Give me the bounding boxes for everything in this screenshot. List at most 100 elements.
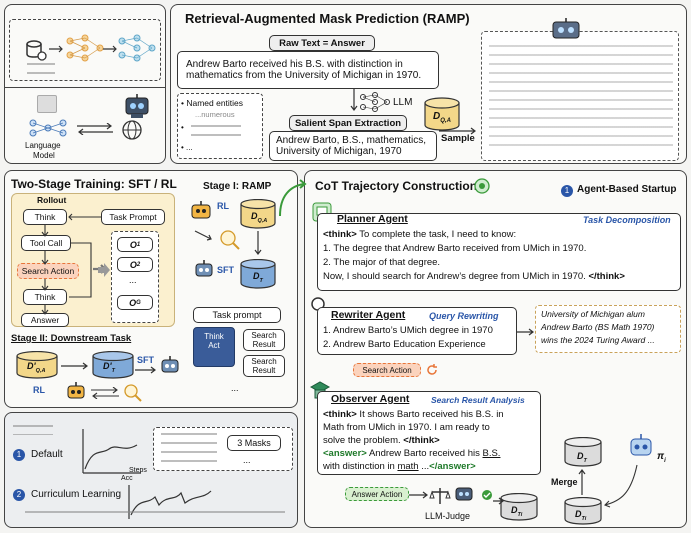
dt-label-stage1: DT xyxy=(253,271,263,285)
dqa-stage1-letter: D xyxy=(251,211,258,221)
robot-icon-stage2-rl xyxy=(67,382,85,399)
dpqa-sub: Q,A xyxy=(35,367,46,374)
planner-title: Planner Agent xyxy=(337,213,408,225)
observer-line-5: with distinction in math ...</answer> xyxy=(323,461,476,473)
raw-text-line-1: Andrew Barto received his B.S. with dist… xyxy=(186,59,403,70)
salient-line-1: Andrew Barto, B.S., mathematics, xyxy=(276,135,427,146)
answer-close-tag: </answer> xyxy=(429,461,476,472)
planner-text-4: Now, I should search for Andrew’s degree… xyxy=(323,271,589,282)
observer-title: Observer Agent xyxy=(331,393,410,405)
dt-label-cot: DT xyxy=(577,451,587,465)
tool-call-label: Tool Call xyxy=(29,238,63,248)
dt-stage1-sub: T xyxy=(259,277,263,284)
planner-line-4: Now, I should search for Andrew’s degree… xyxy=(323,271,625,283)
blurred-text xyxy=(27,63,55,75)
dti-sub: Ti xyxy=(517,511,523,518)
search-action-box-cot: Search Action xyxy=(353,363,421,377)
dpqa-cylinder xyxy=(16,351,58,379)
arrow-right-icon-2 xyxy=(103,45,117,53)
arrow-down-dqa-dt xyxy=(254,231,262,255)
dpqa-letter: D' xyxy=(27,361,36,371)
two-stage-title: Two-Stage Training: SFT / RL xyxy=(11,177,177,191)
arrows-swap-icon xyxy=(194,230,212,241)
gray-arrow-icon xyxy=(98,263,110,277)
stage2-label: Stage II: Downstream Task xyxy=(11,333,132,344)
task-prompt-box: Task Prompt xyxy=(101,209,165,225)
gear-icon xyxy=(474,178,490,194)
sample-label: Sample xyxy=(441,133,475,144)
search-result-2-line2: Result xyxy=(252,366,276,375)
dt-cot-sub: T xyxy=(583,457,587,464)
salient-label-box: Salient Span Extraction xyxy=(289,115,407,131)
entities-bullet-2: • xyxy=(181,123,184,132)
search-result-1-line2: Result xyxy=(252,340,276,349)
two-stage-panel: Two-Stage Training: SFT / RL Rollout Thi… xyxy=(4,170,298,408)
startup-num: 1 xyxy=(564,186,570,195)
raw-text-box: Andrew Barto received his B.S. with dist… xyxy=(177,51,439,89)
robot-icon-top xyxy=(552,18,580,39)
observer-think-close: </think> xyxy=(403,435,440,446)
observer-line-3: solve the problem. </think> xyxy=(323,435,440,447)
curriculum-panel: 1 Default Steps 3 Masks ... Acc 2 Curric… xyxy=(4,412,298,528)
planner-box xyxy=(317,213,681,291)
rewriter-title: Rewriter Agent xyxy=(331,309,406,321)
observer-text-4: Andrew Barto received his xyxy=(366,448,483,459)
masks-box: 3 Masks xyxy=(227,435,281,451)
search-action-label-cot: Search Action xyxy=(362,365,412,375)
step1-circle: 1 xyxy=(13,449,25,461)
judge-robot-icon xyxy=(455,487,473,501)
o2-letter: O xyxy=(129,259,137,270)
dqa-label-stage1: DQ,A xyxy=(251,211,267,225)
task-prompt2-label: Task prompt xyxy=(212,310,262,320)
think-label: Think xyxy=(34,212,56,222)
observer-box xyxy=(317,391,541,475)
steps-label: Steps xyxy=(129,467,147,474)
masks-blur xyxy=(161,433,217,465)
cot-panel: CoT Trajectory Construction 1 Agent-Base… xyxy=(304,170,687,528)
sft2-label: SFT xyxy=(137,355,154,365)
observer-line-1: <think> It shows Barto received his B.S.… xyxy=(323,409,504,421)
sft-label: SFT xyxy=(217,265,234,275)
think-label-2: Think xyxy=(34,292,56,302)
startup-label: Agent-Based Startup xyxy=(577,184,677,195)
search-result-1-line1: Search xyxy=(251,331,277,340)
o1-sub: 1 xyxy=(136,241,141,248)
globe-search-icon-2 xyxy=(124,384,142,402)
task-prompt-label: Task Prompt xyxy=(109,212,157,222)
entities-blur xyxy=(191,125,241,139)
refresh-icon xyxy=(427,364,437,375)
sample-doc-blur xyxy=(489,45,673,153)
dpt-label: D'T xyxy=(103,361,115,375)
pi-robot-icon xyxy=(630,434,652,456)
default-curve xyxy=(82,429,141,474)
rollout-label: Rollout xyxy=(37,195,67,205)
robot-icon xyxy=(125,94,149,118)
planner-line-2: 1. The degree that Andrew Barto received… xyxy=(323,243,587,254)
judge-arrows xyxy=(409,491,504,505)
dti-cylinder-2 xyxy=(564,497,602,525)
planner-line-3: 2. The major of that degree. xyxy=(323,257,441,268)
sample-arrow-icon xyxy=(439,127,476,135)
og-sub: G xyxy=(136,299,141,306)
dqa-label: DQ,A xyxy=(433,111,451,126)
step1-num: 1 xyxy=(16,450,22,459)
dpt-sub: T xyxy=(111,367,116,374)
curriculum-blur-top xyxy=(13,425,53,435)
salient-label: Salient Span Extraction xyxy=(294,117,402,129)
language-model-label: Language xyxy=(25,141,61,150)
step2-num: 2 xyxy=(16,490,22,499)
startup-circle: 1 xyxy=(561,185,573,197)
merge-arrow-up xyxy=(578,469,586,495)
o2-sub: 2 xyxy=(136,261,141,268)
query-rewriting-label: Query Rewriting xyxy=(429,311,499,321)
dpt-letter: D' xyxy=(103,361,112,371)
side-note-box xyxy=(535,305,681,353)
robot-icon-stage1-sft xyxy=(195,260,213,277)
og-letter: O xyxy=(129,297,137,308)
rewriter-line-2: 2. Andrew Barto Education Experience xyxy=(323,339,486,350)
search-action-label: Search Action xyxy=(21,266,75,276)
planner-think-close: </think> xyxy=(588,271,625,282)
